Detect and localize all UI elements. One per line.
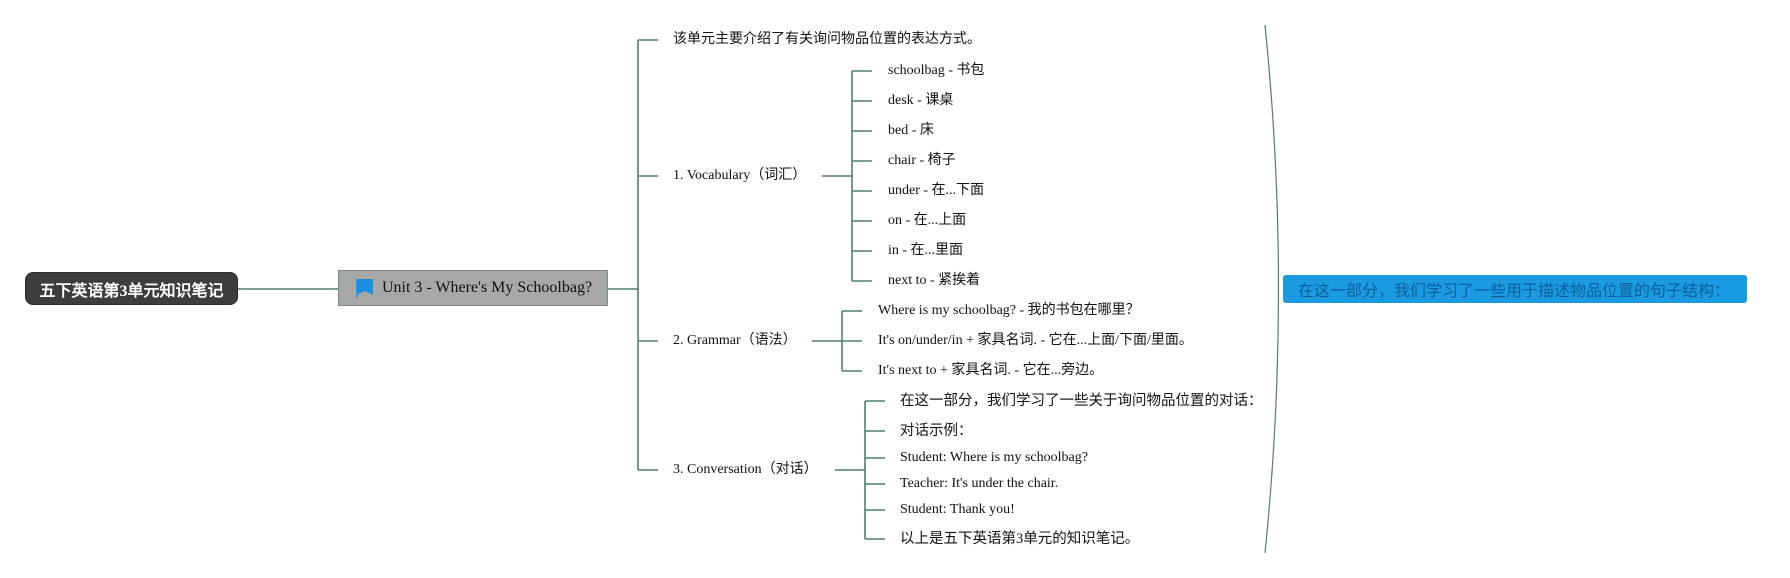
vocabulary-item[interactable]: desk - 课桌 — [888, 92, 953, 110]
conversation-item[interactable]: 在这一部分，我们学习了一些关于询问物品位置的对话： — [900, 392, 1263, 410]
grammar-label: 2. Grammar（语法） — [673, 333, 797, 348]
conversation-item-text: Student: Thank you! — [900, 502, 1015, 517]
vocabulary-item[interactable]: on - 在...上面 — [888, 212, 966, 230]
conversation-item-text: 在这一部分，我们学习了一些关于询问物品位置的对话： — [900, 393, 1263, 409]
summary-topic[interactable]: 在这一部分，我们学习了一些用于描述物品位置的句子结构： — [1283, 275, 1747, 303]
vocabulary-topic[interactable]: 1. Vocabulary（词汇） — [673, 167, 806, 185]
conversation-item-text: Teacher: It's under the chair. — [900, 476, 1059, 491]
flag-icon — [356, 279, 373, 298]
grammar-item-text: Where is my schoolbag? - 我的书包在哪里？ — [878, 303, 1140, 318]
conversation-item-text: 以上是五下英语第3单元的知识笔记。 — [900, 531, 1140, 547]
vocabulary-item-text: on - 在...上面 — [888, 213, 967, 228]
vocabulary-item-text: in - 在...里面 — [888, 243, 964, 258]
grammar-item[interactable]: Where is my schoolbag? - 我的书包在哪里？ — [878, 302, 1140, 320]
vocabulary-item[interactable]: in - 在...里面 — [888, 242, 963, 260]
vocabulary-label: 1. Vocabulary（词汇） — [673, 168, 807, 183]
grammar-item-text: It's on/under/in + 家具名词. - 它在...上面/下面/里面… — [878, 333, 1193, 348]
grammar-item-text: It's next to + 家具名词. - 它在...旁边。 — [878, 363, 1104, 378]
root-topic[interactable]: 五下英语第3单元知识笔记 — [25, 272, 238, 305]
vocabulary-item[interactable]: schoolbag - 书包 — [888, 62, 984, 80]
grammar-topic[interactable]: 2. Grammar（语法） — [673, 332, 797, 350]
vocabulary-item-text: desk - 课桌 — [888, 93, 954, 108]
summary-brace — [1264, 24, 1280, 554]
vocabulary-item[interactable]: chair - 椅子 — [888, 152, 956, 170]
grammar-item[interactable]: It's on/under/in + 家具名词. - 它在...上面/下面/里面… — [878, 332, 1193, 350]
vocabulary-item-text: next to - 紧挨着 — [888, 273, 981, 288]
conversation-item[interactable]: Student: Thank you! — [900, 501, 1015, 519]
conversation-item-text: 对话示例： — [900, 423, 973, 439]
conversation-item[interactable]: 对话示例： — [900, 422, 973, 440]
conversation-item[interactable]: 以上是五下英语第3单元的知识笔记。 — [900, 530, 1139, 548]
vocabulary-item-text: under - 在...下面 — [888, 183, 985, 198]
vocabulary-item[interactable]: next to - 紧挨着 — [888, 272, 980, 290]
conversation-item[interactable]: Teacher: It's under the chair. — [900, 475, 1058, 493]
intro-topic[interactable]: 该单元主要介绍了有关询问物品位置的表达方式。 — [673, 31, 981, 49]
vocabulary-item-text: chair - 椅子 — [888, 153, 956, 168]
vocabulary-item-text: bed - 床 — [888, 123, 934, 138]
conversation-item-text: Student: Where is my schoolbag? — [900, 450, 1088, 465]
root-title: 五下英语第3单元知识笔记 — [39, 282, 224, 300]
summary-text: 在这一部分，我们学习了一些用于描述物品位置的句子结构： — [1298, 283, 1731, 300]
unit-topic[interactable]: Unit 3 - Where's My Schoolbag? — [338, 270, 608, 306]
conversation-item[interactable]: Student: Where is my schoolbag? — [900, 449, 1088, 467]
vocabulary-item[interactable]: bed - 床 — [888, 122, 934, 140]
conversation-topic[interactable]: 3. Conversation（对话） — [673, 461, 818, 479]
unit-label: Unit 3 - Where's My Schoolbag? — [381, 279, 593, 296]
grammar-item[interactable]: It's next to + 家具名词. - 它在...旁边。 — [878, 362, 1103, 380]
vocabulary-item[interactable]: under - 在...下面 — [888, 182, 984, 200]
intro-text: 该单元主要介绍了有关询问物品位置的表达方式。 — [673, 32, 981, 47]
conversation-label: 3. Conversation（对话） — [673, 462, 818, 477]
vocabulary-item-text: schoolbag - 书包 — [888, 63, 985, 78]
